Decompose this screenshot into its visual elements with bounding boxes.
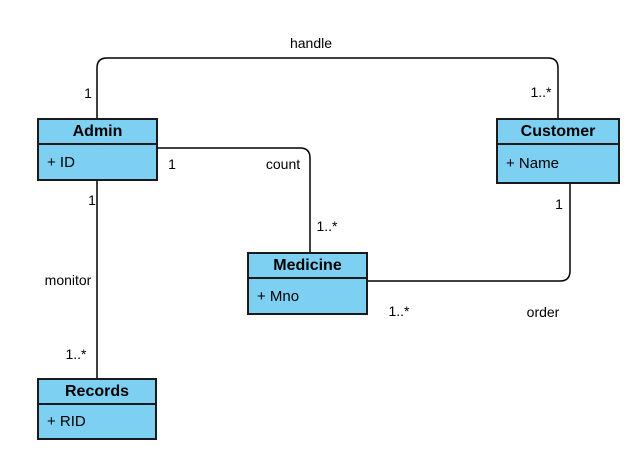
multiplicity-order-medicine: 1..* [388, 303, 410, 319]
multiplicity-monitor-admin: 1 [88, 192, 96, 208]
class-customer-attribute: + Name [506, 155, 559, 172]
class-medicine-name: Medicine [249, 254, 366, 279]
association-order-label: order [526, 304, 560, 320]
multiplicity-monitor-records: 1..* [65, 346, 87, 362]
class-customer[interactable]: Customer + Name [496, 118, 620, 184]
association-count-label: count [265, 156, 301, 172]
multiplicity-count-medicine: 1..* [316, 218, 338, 234]
class-records[interactable]: Records + RID [37, 378, 157, 440]
class-medicine[interactable]: Medicine + Mno [247, 252, 368, 315]
class-admin[interactable]: Admin + ID [37, 118, 158, 181]
class-medicine-attribute: + Mno [257, 287, 300, 305]
multiplicity-count-admin: 1 [168, 156, 176, 172]
association-order-line[interactable] [368, 184, 571, 282]
class-customer-name: Customer [498, 120, 618, 145]
class-records-attribute: + RID [47, 413, 86, 430]
multiplicity-handle-customer: 1..* [530, 84, 552, 100]
multiplicity-handle-admin: 1 [84, 85, 92, 101]
class-admin-attribute: + ID [47, 153, 75, 171]
association-count-line[interactable] [158, 147, 311, 252]
association-monitor-label: monitor [44, 272, 92, 288]
multiplicity-order-customer: 1 [555, 196, 563, 212]
association-handle-label: handle [289, 35, 333, 51]
class-admin-name: Admin [39, 120, 156, 145]
association-handle-line[interactable] [96, 57, 559, 118]
class-records-name: Records [39, 380, 155, 405]
